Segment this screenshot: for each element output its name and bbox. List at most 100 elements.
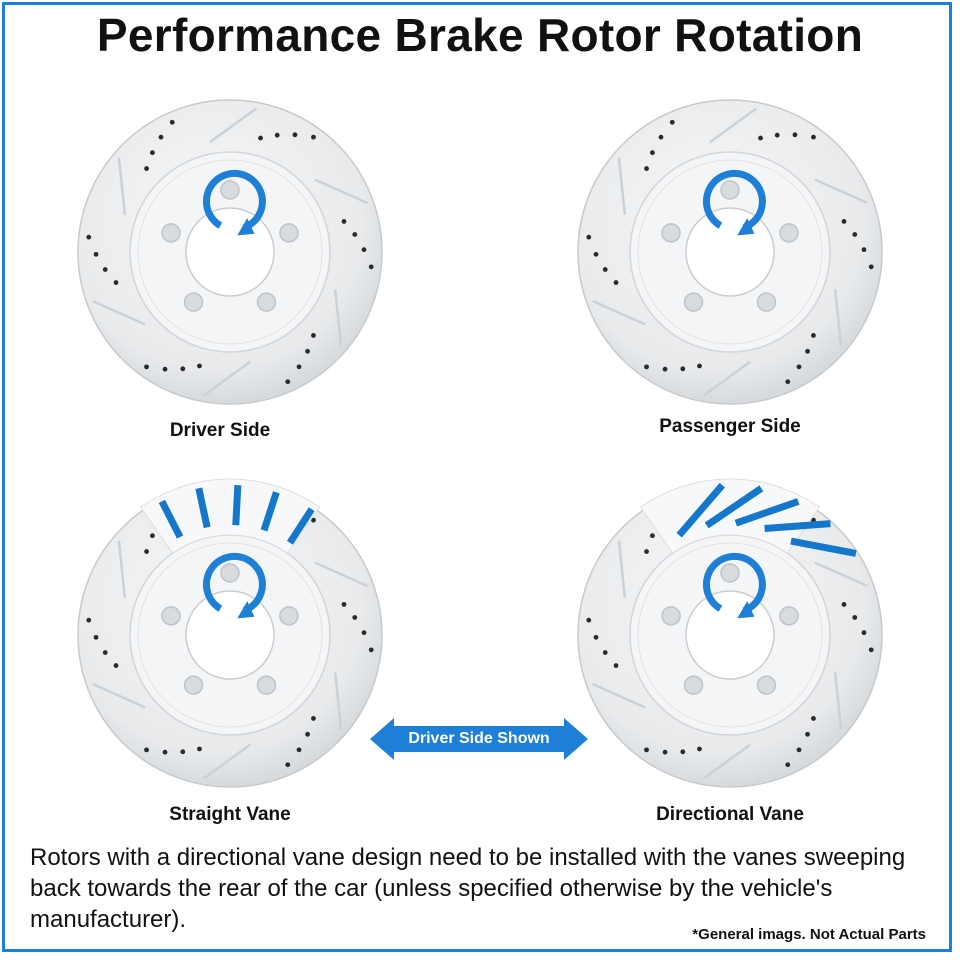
rotor-label-straight-vane: Straight Vane [169,804,291,825]
rotor-slot [117,157,127,215]
rotor-slot [814,178,868,204]
description-text: Rotors with a directional vane design ne… [30,844,906,933]
lug-hole [779,606,799,626]
drill-hole [144,747,149,753]
drill-hole [150,150,155,156]
rotor-slot [92,683,146,709]
page-border [2,2,952,952]
lug-hole [756,292,777,312]
lug-hole [256,292,277,312]
page-title: Performance Brake Rotor Rotation [96,9,864,61]
drill-hole [93,634,99,640]
rotor-driver-side-graphic [77,99,383,405]
drill-hole [644,747,649,753]
drill-hole [144,549,149,554]
lug-hole [220,180,240,200]
drill-hole [669,119,675,125]
rotor-slot [333,289,343,347]
center-bore [685,590,775,680]
drill-hole [368,264,374,270]
drill-hole [162,366,168,372]
drill-hole [680,366,686,372]
rotor-slot [617,540,627,598]
lug-hole [661,606,681,626]
clockwise-arrow-icon [702,552,766,619]
drill-hole [785,379,791,385]
rotor-label-driver-side: Driver Side [169,420,271,441]
drill-hole [296,747,302,753]
rotor-straight-vane [70,475,390,795]
drill-hole [861,247,867,253]
drill-hole [658,134,664,140]
drill-hole [644,166,649,171]
drill-hole [785,762,791,768]
drill-hole [274,132,280,138]
rotor-directional-vane-graphic [577,478,883,788]
drill-hole [285,379,291,385]
drill-hole [352,232,358,237]
lug-hole [683,292,704,312]
vane [286,507,315,545]
drill-hole [774,132,780,138]
lug-hole [161,606,181,626]
drill-hole [86,234,92,240]
rotor-slot [314,561,368,587]
drill-hole [258,135,263,141]
center-bore [685,207,775,297]
rotor-label-passenger-side: Passenger Side [659,416,801,437]
lug-hole [161,223,181,243]
drill-hole [852,615,858,620]
lug-hole [279,223,299,243]
drill-hole [341,602,347,607]
footnote: *General imags. Not Actual Parts [692,926,926,943]
drill-hole [852,232,858,237]
drill-hole [311,333,316,338]
drill-hole [811,134,816,140]
vane [260,491,280,532]
badge-label: Driver Side Shown [408,730,550,747]
drill-hole [162,749,168,755]
drill-hole [662,366,668,372]
drill-hole [102,650,108,655]
lug-hole [183,675,204,695]
rotor-slot [203,744,251,780]
rotor-slot [333,672,343,730]
drill-hole [613,280,619,285]
drill-hole [86,617,92,623]
drill-hole [796,747,802,753]
drill-hole [93,251,99,257]
center-bore [185,590,275,680]
lug-hole [661,223,681,243]
rotor-driver-side [70,92,390,412]
drill-hole [758,135,763,141]
drill-hole [292,132,298,138]
clockwise-arrow-icon [202,169,266,236]
drill-hole [662,749,668,755]
vane [764,520,831,532]
lug-hole [220,563,240,583]
drill-hole [613,663,619,668]
drill-hole [650,533,655,539]
drill-hole [144,166,149,171]
drill-hole [197,746,202,752]
drill-hole [169,119,175,125]
drill-hole [361,247,367,253]
drill-hole [352,615,358,620]
clockwise-arrow-icon [202,552,266,619]
rotor-slot [209,107,257,143]
rotor-slot [703,744,751,780]
lug-hole [720,180,740,200]
rotor-passenger-side [570,92,890,412]
rotor-slot [833,672,843,730]
vane [195,487,211,529]
drill-hole [305,348,310,354]
lug-hole [256,675,277,695]
drill-hole [113,280,119,285]
rotor-slot [592,300,646,326]
drill-hole [158,134,164,140]
vane [704,485,764,529]
driver-side-shown-badge: Driver Side Shown [370,718,588,760]
drill-hole [644,364,649,370]
lug-hole [683,675,704,695]
vane-cutaway [639,478,821,554]
